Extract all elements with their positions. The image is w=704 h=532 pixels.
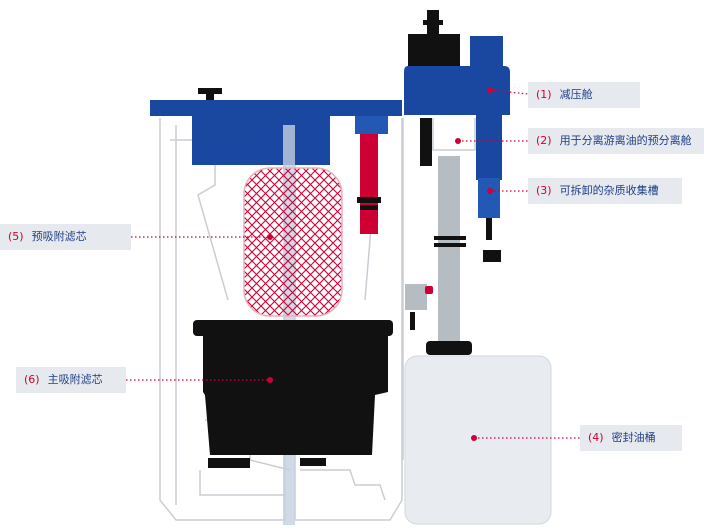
side-valve-red: [425, 286, 433, 294]
filter-foot-left: [208, 458, 250, 468]
callout-number: (5): [8, 230, 24, 243]
drain-pipe: [438, 156, 460, 341]
leader-dots: [267, 87, 493, 441]
drain-ring-2: [434, 243, 466, 247]
pipe-ring-2: [360, 205, 378, 210]
callout-main-adsorption-filter: (6) 主吸附滤芯: [16, 367, 126, 393]
callout-text: 用于分离游离油的预分离舱: [559, 134, 692, 147]
callout-pre-adsorption-filter: (5) 预吸附滤芯: [0, 224, 131, 250]
right-clip: [483, 250, 501, 262]
callout-text: 减压舱: [559, 88, 593, 101]
callout-text: 可拆卸的杂质收集槽: [559, 184, 659, 197]
drain-outlet: [426, 341, 472, 355]
callout-number: (1): [536, 88, 552, 101]
callout-number: (6): [24, 373, 40, 386]
lid-handle-stem: [206, 93, 214, 100]
callout-impurity-tank: (3) 可拆卸的杂质收集槽: [528, 178, 682, 204]
valve-top-block: [408, 34, 460, 66]
impurity-collection-tank: [478, 178, 500, 218]
callout-text: 密封油桶: [611, 431, 656, 444]
pipe-ring-1: [357, 197, 381, 203]
callout-number: (3): [536, 184, 552, 197]
pre-separation-chamber: [476, 115, 502, 180]
decompression-chamber: [404, 36, 510, 115]
main-lid: [150, 100, 402, 165]
side-valve: [405, 284, 427, 310]
lid-connector: [355, 116, 388, 134]
black-strip: [420, 118, 432, 166]
lid-handle: [198, 88, 222, 94]
callout-sealed-oil-drum: (4) 密封油桶: [580, 425, 682, 451]
filter-foot-right: [300, 458, 326, 466]
callout-text: 预吸附滤芯: [31, 230, 87, 243]
main-filter-rim: [193, 320, 393, 336]
red-pipe: [360, 134, 378, 234]
leader-lines: [126, 89, 580, 439]
side-valve-pin: [410, 312, 415, 330]
callout-pre-separation-chamber: (2) 用于分离游离油的预分离舱: [528, 128, 704, 154]
pre-adsorption-filter: [243, 167, 343, 317]
callout-text: 主吸附滤芯: [47, 373, 103, 386]
separator-outline: [402, 118, 476, 460]
callout-decompression-chamber: (1) 减压舱: [528, 82, 640, 108]
tank-pin: [486, 218, 492, 240]
valve-cap: [423, 20, 443, 25]
callout-number: (4): [588, 431, 604, 444]
callout-number: (2): [536, 134, 552, 147]
sealed-oil-drum: [404, 355, 552, 525]
main-adsorption-filter: [203, 336, 388, 455]
drain-ring-1: [434, 236, 466, 240]
